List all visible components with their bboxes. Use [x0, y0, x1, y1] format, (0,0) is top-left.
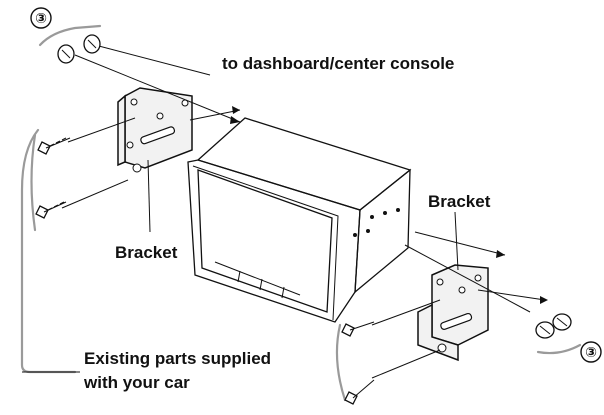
arrowhead	[540, 296, 548, 304]
head-unit-screen	[197, 169, 333, 313]
head-unit	[187, 117, 412, 323]
bracket-right-label: Bracket	[428, 192, 491, 211]
head-unit-bezel-inner	[192, 165, 339, 321]
button-divider-3	[281, 286, 285, 299]
left-bracket	[117, 87, 193, 173]
bracket-left-leader	[147, 159, 151, 233]
mount-hole	[353, 233, 357, 237]
mount-hole	[366, 229, 370, 233]
screw-left-lower	[35, 201, 67, 219]
dashboard-label: to dashboard/center console	[222, 54, 454, 73]
arrow-line	[371, 299, 441, 326]
callout-circle-bottom	[580, 341, 602, 363]
screw-left-upper	[37, 137, 71, 155]
button-strip	[214, 261, 301, 296]
arrow-line	[67, 117, 136, 143]
arrow-lines	[61, 44, 548, 379]
screw-right-upper	[341, 321, 375, 337]
button-divider-1	[237, 270, 241, 283]
screw-bottom-2	[552, 313, 572, 331]
existing-parts-left-brace	[30, 133, 37, 232]
screw-top-1	[57, 44, 75, 64]
existing-parts-label-line2: with your car	[83, 373, 190, 392]
existing-parts-group-bracket	[20, 128, 77, 374]
button-divider-2	[259, 278, 263, 291]
arrowhead	[232, 106, 240, 114]
bracket-left-label: Bracket	[115, 243, 178, 262]
mount-hole	[383, 211, 387, 215]
mount-hole	[396, 208, 400, 212]
bottom-right-parts-bracket	[335, 323, 347, 402]
head-unit-front-frame	[187, 159, 361, 323]
callout-circle-top	[30, 7, 52, 29]
arrow-line	[61, 179, 129, 209]
screw-right-lower	[344, 379, 375, 405]
screw-top-2	[83, 34, 101, 54]
top-screws-group-bracket	[38, 24, 102, 47]
head-unit-side	[354, 168, 411, 294]
arrow-line	[414, 231, 506, 256]
arrow-line	[189, 109, 241, 121]
arrowhead	[230, 116, 240, 124]
arrow-line	[371, 349, 441, 379]
bracket-right-leader	[454, 211, 459, 271]
arrow-line	[404, 244, 531, 313]
existing-parts-label-line1: Existing parts supplied	[84, 349, 271, 368]
mount-hole	[370, 215, 374, 219]
arrow-line	[74, 54, 241, 123]
arrow-line	[94, 44, 211, 76]
right-bracket	[417, 264, 489, 362]
arrowhead	[496, 250, 505, 258]
screw-bottom-1	[535, 321, 555, 339]
bottom-screws-group-bracket	[536, 343, 582, 355]
callout-top: ③	[35, 10, 47, 26]
callout-bottom: ③	[585, 344, 597, 360]
arrow-line	[477, 289, 546, 301]
